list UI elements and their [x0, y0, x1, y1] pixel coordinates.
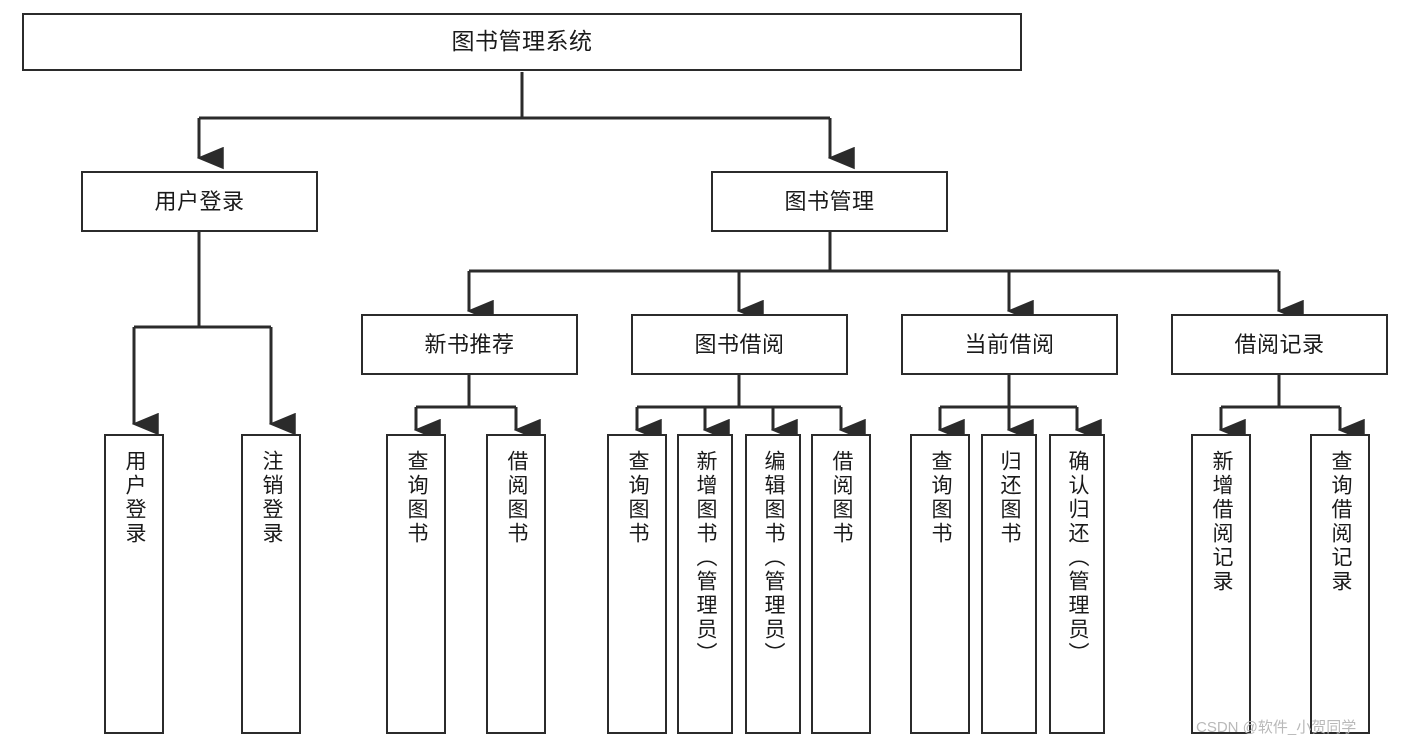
node-label: 图书借阅	[694, 331, 785, 357]
node-borrowing-record[interactable]: 借阅记录	[1171, 314, 1388, 375]
node-label: 借阅图书	[505, 450, 529, 546]
leaf-user-login-login[interactable]: 用户登录	[104, 434, 164, 734]
leaf-user-login-logout[interactable]: 注销登录	[241, 434, 301, 734]
node-label: 图书管理	[784, 188, 875, 214]
leaf-current-borrow-confirm-return-admin[interactable]: 确认归还（管理员）	[1049, 434, 1105, 734]
leaf-book-borrow-borrow-books[interactable]: 借阅图书	[811, 434, 871, 734]
node-label: 查询借阅记录	[1329, 450, 1353, 594]
node-label: 图书管理系统	[451, 28, 593, 55]
node-label: 用户登录	[123, 450, 147, 546]
leaf-current-borrow-return-books[interactable]: 归还图书	[981, 434, 1037, 734]
leaf-book-borrow-query-books[interactable]: 查询图书	[607, 434, 667, 734]
node-label: 确认归还（管理员）	[1066, 450, 1090, 666]
node-label: 新增借阅记录	[1210, 450, 1234, 594]
node-label: 查询图书	[405, 450, 429, 546]
leaf-borrow-record-add-record[interactable]: 新增借阅记录	[1191, 434, 1251, 734]
node-book-management[interactable]: 图书管理	[711, 171, 948, 232]
node-root-book-management-system[interactable]: 图书管理系统	[22, 13, 1022, 71]
node-label: 归还图书	[998, 450, 1022, 546]
node-current-borrowing[interactable]: 当前借阅	[901, 314, 1118, 375]
node-label: 当前借阅	[964, 331, 1055, 357]
node-new-book-recommendation[interactable]: 新书推荐	[361, 314, 578, 375]
node-label: 查询图书	[626, 450, 650, 546]
leaf-current-borrow-query-books[interactable]: 查询图书	[910, 434, 970, 734]
leaf-new-book-borrow-books[interactable]: 借阅图书	[486, 434, 546, 734]
node-label: 编辑图书（管理员）	[762, 450, 786, 666]
node-label: 新书推荐	[424, 331, 515, 357]
node-book-borrowing[interactable]: 图书借阅	[631, 314, 848, 375]
node-label: 注销登录	[260, 450, 284, 546]
leaf-book-borrow-edit-book-admin[interactable]: 编辑图书（管理员）	[745, 434, 801, 734]
node-label: 用户登录	[154, 188, 245, 214]
leaf-borrow-record-query-record[interactable]: 查询借阅记录	[1310, 434, 1370, 734]
leaf-new-book-query-books[interactable]: 查询图书	[386, 434, 446, 734]
node-label: 借阅图书	[830, 450, 854, 546]
leaf-book-borrow-add-book-admin[interactable]: 新增图书（管理员）	[677, 434, 733, 734]
node-label: 新增图书（管理员）	[694, 450, 718, 666]
node-label: 查询图书	[929, 450, 953, 546]
node-user-login[interactable]: 用户登录	[81, 171, 318, 232]
node-label: 借阅记录	[1234, 331, 1325, 357]
csdn-watermark: CSDN @软件_小贺同学	[1196, 719, 1357, 736]
